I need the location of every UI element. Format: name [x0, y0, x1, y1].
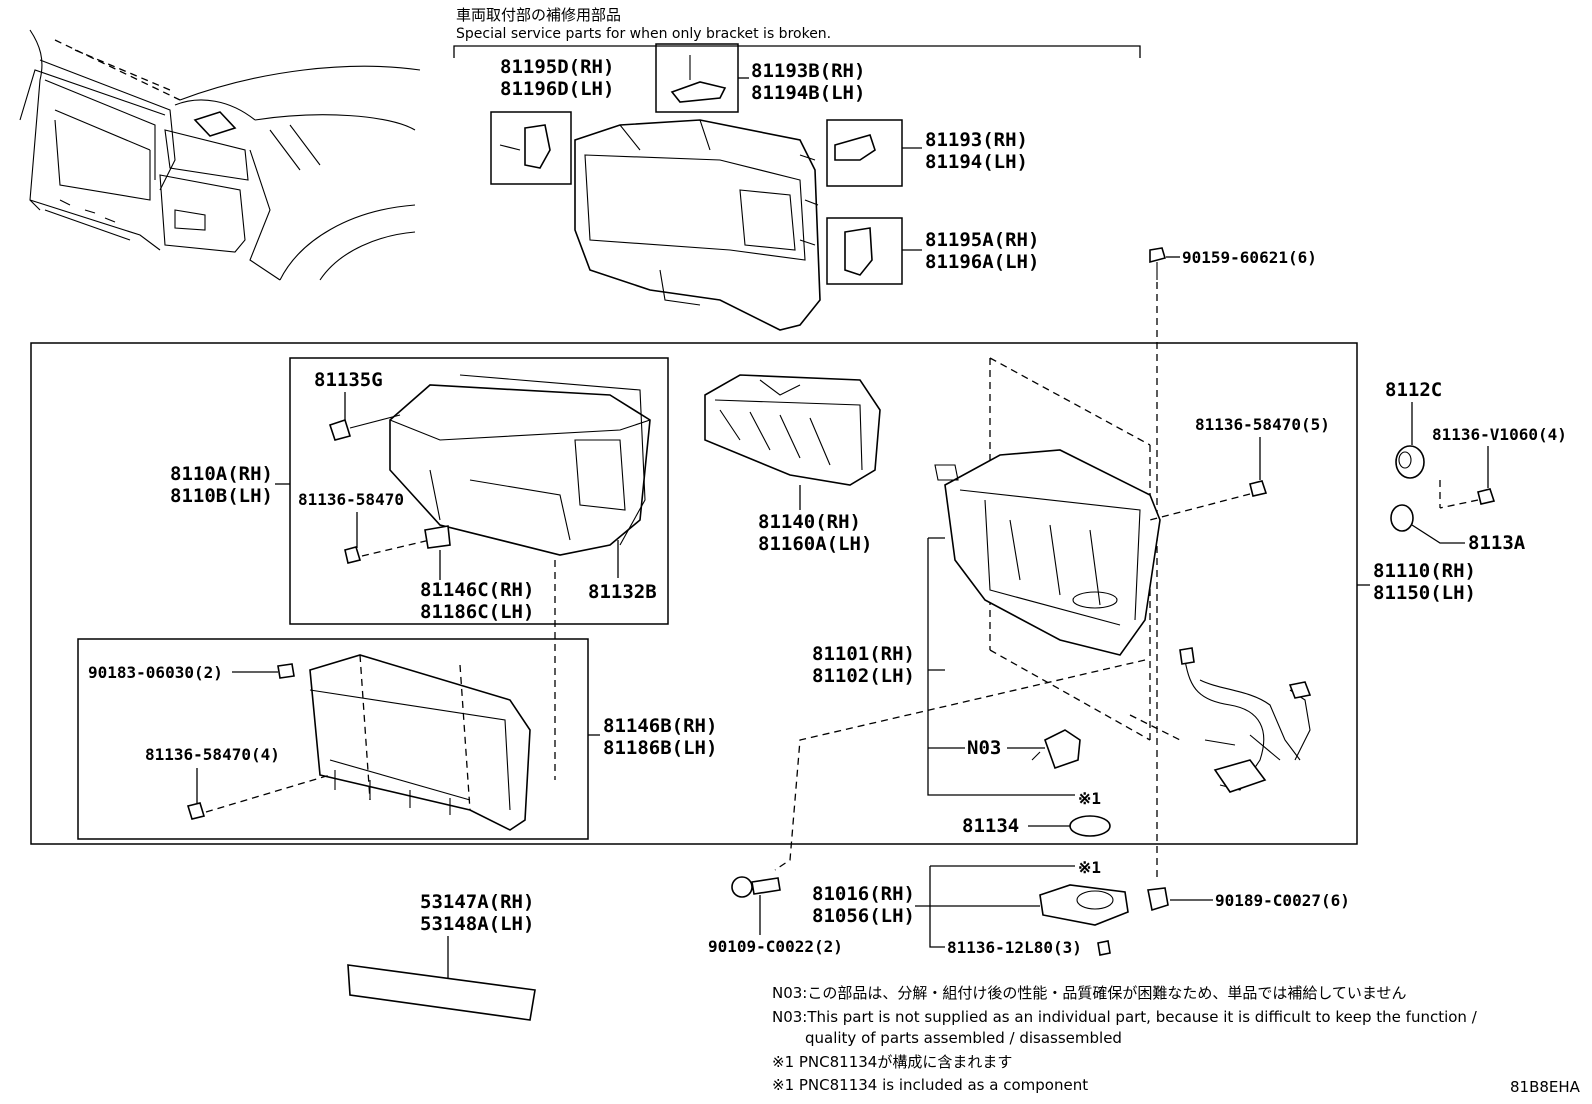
bolt-90159-illustration [1149, 247, 1167, 280]
label-81140: 81140(RH) [758, 511, 861, 533]
extension-illustration [277, 654, 531, 831]
label-90109: 90109-C0022(2) [708, 937, 843, 956]
bolt-90109-illustration [731, 876, 781, 898]
bracket-81193-box [826, 119, 903, 187]
bulb-8113a-illustration [1390, 504, 1414, 532]
header-japanese: 車両取付部の補修用部品 [456, 6, 621, 24]
label-81132b: 81132B [588, 581, 657, 603]
label-8110b: 8110B(LH) [170, 485, 273, 507]
label-8112c: 8112C [1385, 379, 1442, 401]
label-81150: 81150(LH) [1373, 582, 1476, 604]
label-81193: 81193(RH) [925, 129, 1028, 151]
label-90183: 90183-06030(2) [88, 663, 223, 682]
label-81195d: 81195D(RH) [500, 56, 614, 78]
header-bracket-line [453, 45, 1141, 58]
bracket-81193b-box [655, 43, 739, 113]
label-81196a: 81196A(LH) [925, 251, 1039, 273]
diagram-code: 81B8EHA [1510, 1078, 1581, 1096]
label-81146c: 81146C(RH) [420, 579, 534, 601]
label-53148a: 53148A(LH) [420, 913, 534, 935]
bracket-81195d-box [490, 111, 572, 185]
label-n03: N03 [967, 737, 1001, 759]
label-81136-v1060: 81136-V1060(4) [1432, 425, 1567, 444]
label-81186c: 81186C(LH) [420, 601, 534, 623]
label-x1-a: ※1 [1078, 789, 1101, 808]
clip-90189-illustration [1147, 887, 1169, 912]
label-81016: 81016(RH) [812, 883, 915, 905]
label-81056: 81056(LH) [812, 905, 915, 927]
garnish-53147a-illustration [347, 964, 536, 1021]
lens-housing-illustration [328, 374, 651, 556]
bracket-81195a-box [826, 217, 903, 285]
bulb-socket-8112c-illustration [1395, 445, 1425, 479]
label-81136-12l80: 81136-12L80(3) [947, 938, 1082, 957]
label-81110: 81110(RH) [1373, 560, 1476, 582]
screw-81136-illustration [344, 546, 362, 564]
label-81135g: 81135G [314, 369, 383, 391]
note-x1-en: ※1 PNC81134 is included as a component [772, 1076, 1088, 1094]
label-81160a: 81160A(LH) [758, 533, 872, 555]
label-81193b: 81193B(RH) [751, 60, 865, 82]
label-53147a: 53147A(RH) [420, 891, 534, 913]
label-8110a: 8110A(RH) [170, 463, 273, 485]
note-n03-jp: N03:この部品は、分解・組付け後の性能・品質確保が困難なため、単品では補給して… [772, 984, 1406, 1002]
label-90189: 90189-C0027(6) [1215, 891, 1350, 910]
vehicle-front-illustration [19, 29, 421, 281]
screw-81136-5-illustration [1249, 480, 1268, 497]
note-n03-en-1: N03:This part is not supplied as an indi… [772, 1008, 1478, 1026]
main-assembly-frame [30, 342, 1358, 845]
screw-81136-4-illustration [186, 802, 206, 820]
label-8113a: 8113A [1468, 532, 1526, 554]
label-81136-58470-5: 81136-58470(5) [1195, 415, 1330, 434]
o-ring-81134-illustration [1069, 815, 1111, 837]
note-n03-en-2: quality of parts assembled / disassemble… [805, 1029, 1122, 1047]
screw-81136-12l80-illustration [1097, 940, 1111, 956]
reflector-81140-illustration [704, 374, 881, 486]
label-81136-58470: 81136-58470 [298, 490, 404, 509]
extension-assembly-box [77, 638, 589, 840]
label-90159: 90159-60621(6) [1182, 248, 1317, 267]
lens-assembly-box [289, 357, 669, 625]
label-81136-58470-4: 81136-58470(4) [145, 745, 280, 764]
wire-harness-illustration [1179, 647, 1312, 793]
label-81134: 81134 [962, 815, 1019, 837]
label-81194: 81194(LH) [925, 151, 1028, 173]
label-81195a: 81195A(RH) [925, 229, 1039, 251]
label-x1-b: ※1 [1078, 858, 1101, 877]
label-81186b: 81186B(LH) [603, 737, 717, 759]
note-x1-jp: ※1 PNC81134が構成に含まれます [772, 1053, 1012, 1071]
header-english: Special service parts for when only brac… [456, 26, 831, 42]
screw-81136-v1060-illustration [1477, 488, 1496, 505]
ballast-81016-illustration [1039, 884, 1129, 926]
label-81194b: 81194B(LH) [751, 82, 865, 104]
label-81146b: 81146B(RH) [603, 715, 717, 737]
label-81102: 81102(LH) [812, 665, 915, 687]
actuator-n03-illustration [1031, 729, 1081, 770]
housing-81110-illustration [934, 357, 1161, 741]
headlamp-top-illustration [490, 43, 903, 331]
label-81101: 81101(RH) [812, 643, 915, 665]
label-81196d: 81196D(LH) [500, 78, 614, 100]
